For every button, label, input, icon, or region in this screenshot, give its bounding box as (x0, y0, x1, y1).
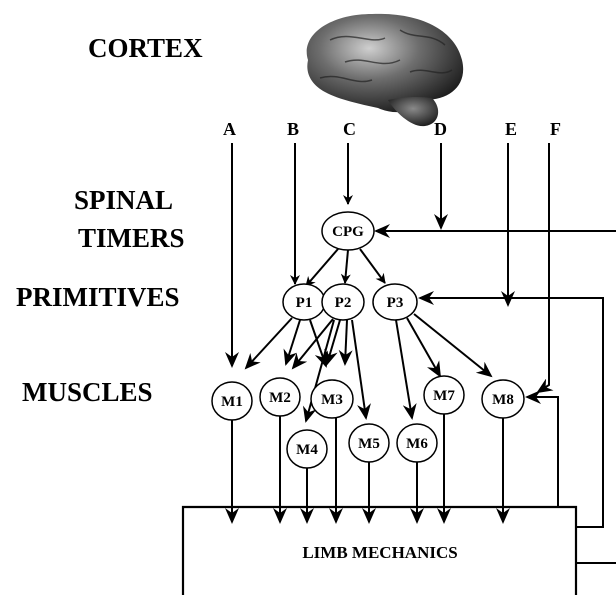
timers-label: TIMERS (78, 223, 185, 253)
cpg-node: CPG (322, 212, 374, 250)
muscles-label: MUSCLES (22, 377, 153, 407)
input-f-label: F (550, 119, 561, 139)
m1-label: M1 (221, 394, 243, 410)
muscle-m2-node: M2 (260, 378, 300, 416)
input-arrows (232, 143, 549, 392)
muscle-m4-node: M4 (287, 430, 327, 468)
limb-mechanics-label: LIMB MECHANICS (302, 543, 457, 562)
spinal-label: SPINAL (74, 185, 173, 215)
input-a-label: A (223, 119, 236, 139)
muscle-m6-node: M6 (397, 424, 437, 462)
m3-label: M3 (321, 392, 343, 408)
m2-label: M2 (269, 390, 291, 406)
p3-label: P3 (387, 295, 404, 311)
muscle-m1-node: M1 (212, 382, 252, 420)
p1-label: P1 (296, 295, 313, 311)
feedback-to-m8 (527, 397, 558, 507)
brain-image (307, 14, 463, 126)
primitive-p1-node: P1 (283, 284, 325, 320)
p2-label: P2 (335, 295, 352, 311)
primitive-p3-node: P3 (373, 284, 417, 320)
input-e-label: E (505, 119, 517, 139)
m5-label: M5 (358, 436, 380, 452)
m8-label: M8 (492, 392, 514, 408)
cpg-label: CPG (332, 224, 364, 240)
arrow-f-to-m8 (538, 143, 549, 392)
primitive-p2-node: P2 (322, 284, 364, 320)
muscle-m8-node: M8 (482, 380, 524, 418)
muscle-m5-node: M5 (349, 424, 389, 462)
m7-label: M7 (433, 388, 455, 404)
input-b-label: B (287, 119, 299, 139)
cortex-label: CORTEX (88, 33, 203, 63)
m4-label: M4 (296, 442, 318, 458)
muscle-m3-node: M3 (311, 380, 353, 418)
muscle-m7-node: M7 (424, 376, 464, 414)
primitives-label: PRIMITIVES (16, 282, 180, 312)
m6-label: M6 (406, 436, 428, 452)
input-d-label: D (434, 119, 447, 139)
limb-mechanics-box: LIMB MECHANICS (183, 507, 576, 595)
input-c-label: C (343, 119, 356, 139)
cpg-to-primitive-arrows (306, 249, 385, 286)
